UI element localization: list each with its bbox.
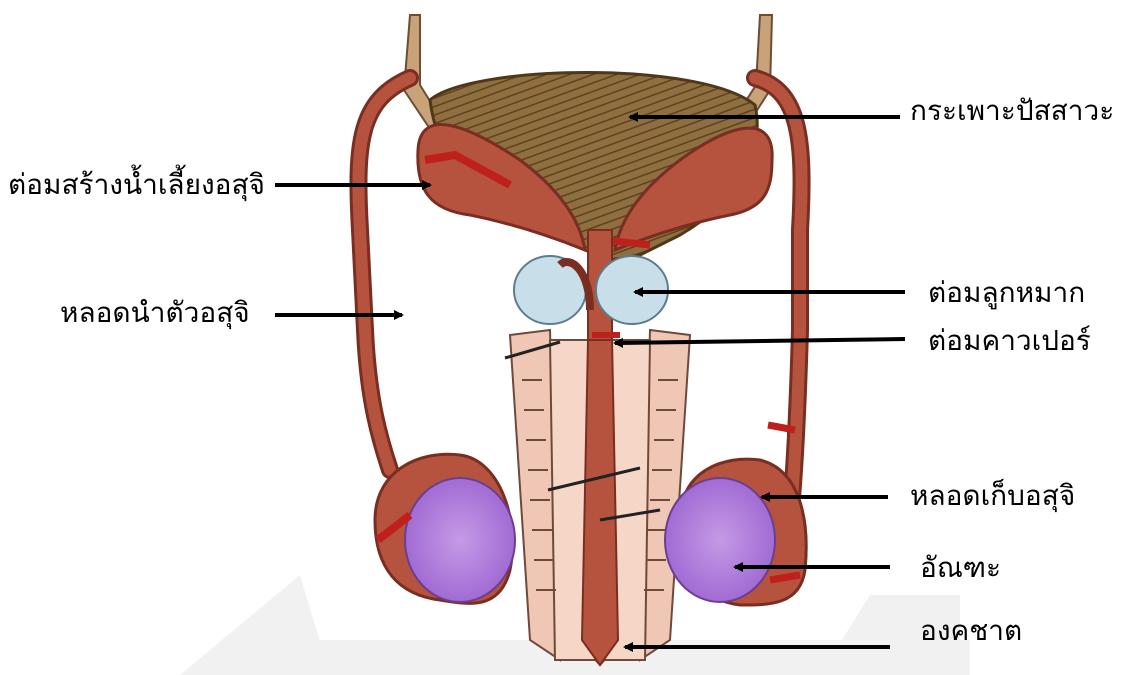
label-penis: องคชาต: [920, 614, 1022, 648]
label-seminal-vesicle: ต่อมสร้างน้ำเลี้ยงอสุจิ: [8, 168, 265, 202]
penis-shaft: [505, 330, 690, 665]
label-epididymis: หลอดเก็บอสุจิ: [910, 479, 1075, 513]
label-prostate: ต่อมลูกหมาก: [928, 276, 1085, 310]
label-vas-deferens: หลอดนำตัวอสุจิ: [60, 296, 250, 330]
label-testis: อัณฑะ: [920, 551, 1001, 585]
label-bladder: กระเพาะปัสสาวะ: [910, 94, 1114, 128]
label-cowper: ต่อมคาวเปอร์: [928, 324, 1091, 358]
